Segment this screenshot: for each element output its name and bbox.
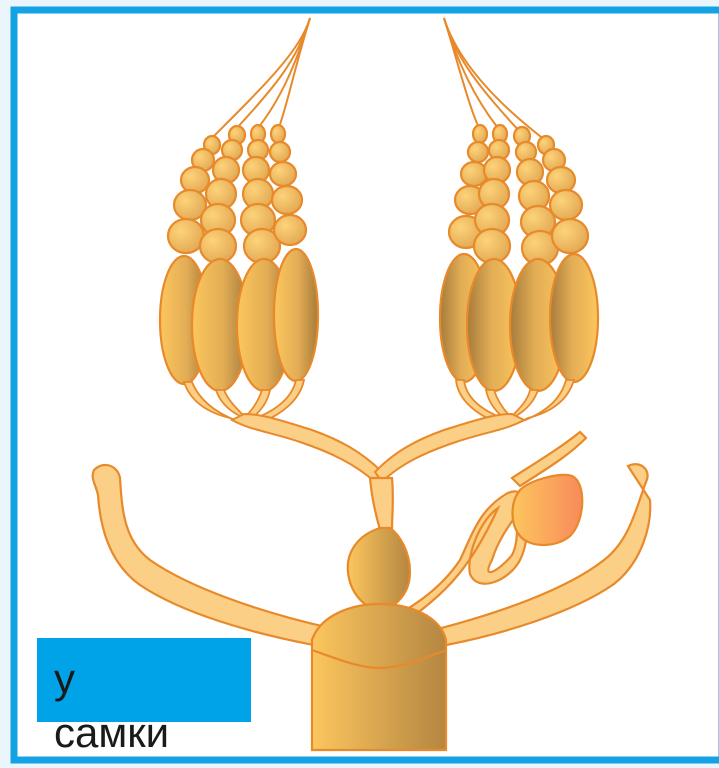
caption-label: у самки — [54, 652, 169, 760]
genital-chamber — [312, 604, 446, 750]
